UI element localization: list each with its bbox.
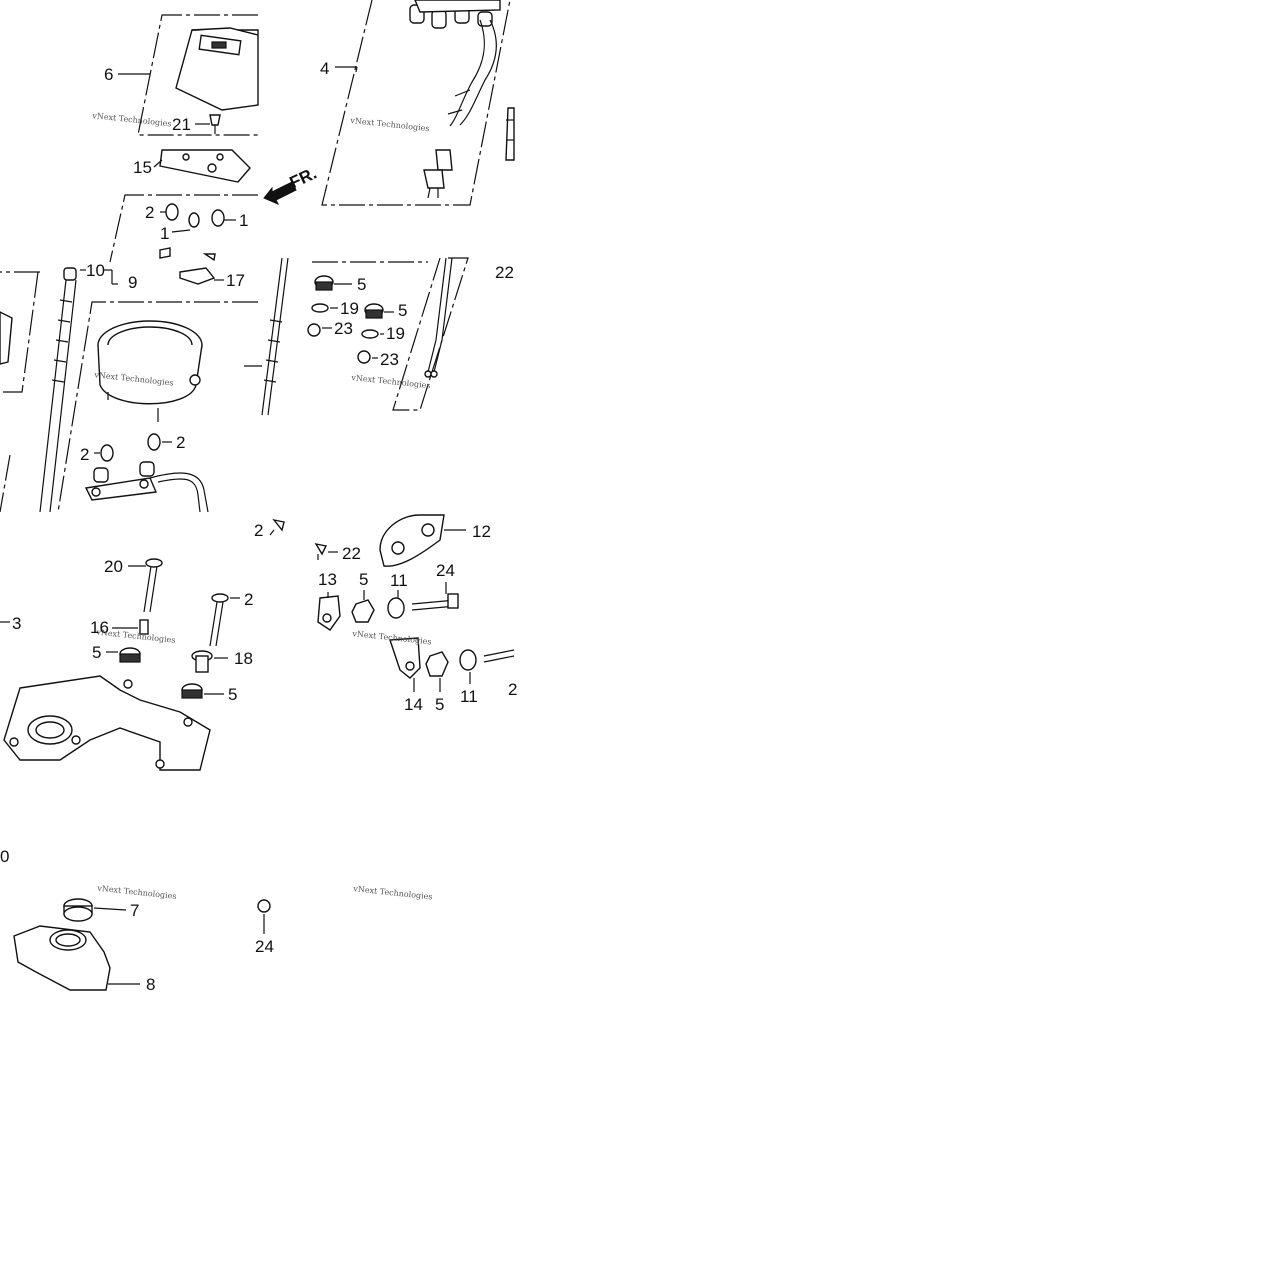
callout-5-d: 5 xyxy=(92,643,101,662)
indicator-wires xyxy=(424,257,453,378)
lower-bracket-group xyxy=(13,898,271,991)
callout-3: 3 xyxy=(12,614,21,633)
callout-22-mid: 22 xyxy=(342,544,361,563)
callout-21: 21 xyxy=(172,115,191,134)
callout-18: 18 xyxy=(234,649,253,668)
callout-2-left: 2 xyxy=(80,445,89,464)
callout-12: 12 xyxy=(472,522,491,541)
center-cable xyxy=(244,257,289,416)
callout-2-mid: 2 xyxy=(254,521,263,540)
callout-15: 15 xyxy=(133,158,152,177)
callout-5-c: 5 xyxy=(359,570,368,589)
grommet-group-right xyxy=(307,275,394,364)
mount-row-lower xyxy=(389,637,515,692)
callout-6: 6 xyxy=(104,65,113,84)
callout-9: 9 xyxy=(128,273,137,292)
callout-5-e: 5 xyxy=(228,685,237,704)
callout-4: 4 xyxy=(320,59,329,78)
callout-20: 20 xyxy=(104,557,123,576)
callout-2-edge: 2 xyxy=(508,680,517,699)
lower-left-bracket-group xyxy=(0,558,240,771)
part-15-plate xyxy=(153,149,251,183)
callout-1-left: 1 xyxy=(160,224,169,243)
watermark-2: vNext Technologies xyxy=(349,116,430,133)
callout-5-b: 5 xyxy=(398,301,407,320)
watermark-8: vNext Technologies xyxy=(352,884,433,901)
part-4-harness xyxy=(335,0,501,199)
callout-10: 10 xyxy=(86,261,105,280)
screws-mid xyxy=(269,518,338,560)
speedometer-body xyxy=(94,320,203,462)
part-6-meter-case xyxy=(118,27,259,111)
part-9-cable xyxy=(39,267,118,513)
part-edge-right xyxy=(505,107,515,161)
speedometer-bracket xyxy=(84,461,209,513)
part-12-bracket xyxy=(379,514,466,567)
callout-22-top: 22 xyxy=(495,263,514,282)
watermark-4: vNext Technologies xyxy=(350,373,431,390)
callout-23-b: 23 xyxy=(380,350,399,369)
callout-14: 14 xyxy=(404,695,423,714)
callouts: 6 21 15 4 2 1 1 10 9 17 22 5 19 5 23 19 … xyxy=(0,59,517,994)
callout-24-bottom: 24 xyxy=(255,937,274,956)
callout-23-a: 23 xyxy=(334,319,353,338)
grommet-group-top xyxy=(159,203,236,262)
callout-11-top: 11 xyxy=(390,571,408,590)
callout-2-top: 2 xyxy=(145,203,154,222)
callout-1-right: 1 xyxy=(239,211,248,230)
callout-24-top: 24 xyxy=(436,561,455,580)
fr-arrow: FR. xyxy=(263,164,320,205)
callout-8: 8 xyxy=(146,975,155,994)
part-left-box xyxy=(0,311,13,365)
callout-19-b: 19 xyxy=(386,324,405,343)
part-21-screw xyxy=(195,114,221,134)
part-17-clip xyxy=(179,267,224,285)
callout-10-edge: 0 xyxy=(0,847,9,866)
callout-19-a: 19 xyxy=(340,299,359,318)
callout-5-f: 5 xyxy=(435,695,444,714)
group-frames xyxy=(0,0,511,513)
callout-17: 17 xyxy=(226,271,245,290)
callout-13: 13 xyxy=(318,570,337,589)
callout-11-bottom: 11 xyxy=(460,687,478,706)
callout-2-right: 2 xyxy=(176,433,185,452)
watermark-1: vNext Technologies xyxy=(91,111,172,128)
callout-16: 16 xyxy=(90,618,109,637)
callout-20-edge: 2 xyxy=(244,590,253,609)
callout-5-a: 5 xyxy=(357,275,366,294)
watermarks: vNext Technologies vNext Technologies vN… xyxy=(91,111,433,901)
mount-row-upper xyxy=(317,582,459,631)
watermark-7: vNext Technologies xyxy=(96,884,177,901)
callout-7: 7 xyxy=(130,901,139,920)
